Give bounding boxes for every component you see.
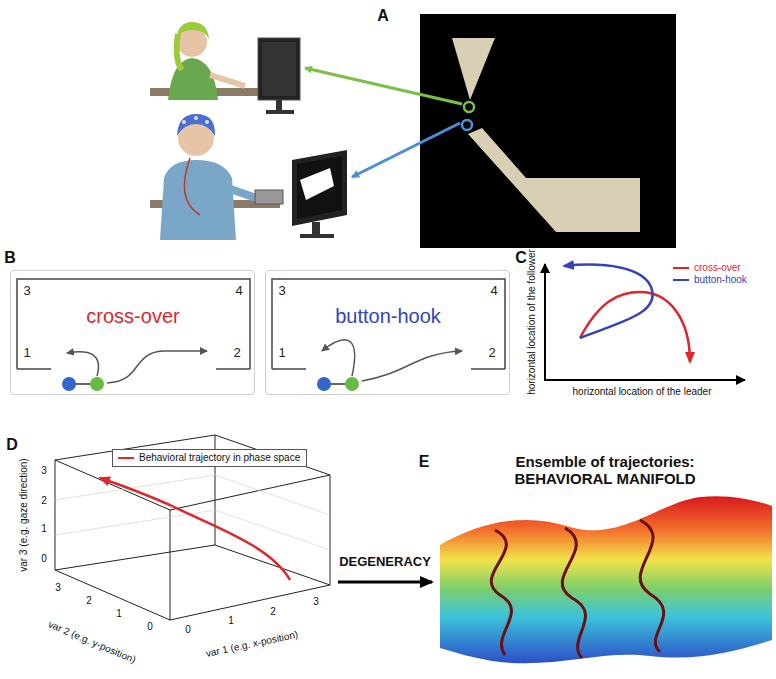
legend-line-sample (672, 275, 690, 285)
legend-text: cross-over (694, 262, 741, 274)
play-name: button-hook (335, 305, 441, 328)
tick-number: 1 (41, 523, 47, 535)
legend-line-sample (117, 453, 135, 463)
play-diagram: 3 4 cross-over 1 2 (10, 270, 255, 395)
field-zone-number: 2 (488, 346, 495, 361)
legend-entry: cross-over (672, 262, 741, 274)
view-arrow (305, 68, 462, 104)
axis-label: horizontal location of the follower (526, 249, 538, 395)
axis-label: var 1 (e.g. x-position) (205, 629, 299, 660)
field-zone-number: 4 (490, 284, 497, 299)
field-zone-number: 2 (233, 346, 240, 361)
game-screen (420, 14, 676, 248)
player-marker (464, 102, 474, 112)
monitor (258, 38, 300, 114)
player-marker (462, 120, 472, 130)
woman-figure (150, 22, 260, 100)
play-diagram: 3 4 button-hook 1 2 (265, 270, 510, 395)
button-hook-curve (564, 265, 653, 338)
trajectory-ensemble (491, 520, 663, 658)
legend-line-sample (672, 263, 690, 273)
monitor (292, 150, 347, 238)
tick-number: 0 (147, 621, 153, 633)
axis-label: var 2 (e.g. y-position) (47, 618, 138, 665)
panel-letter: A (377, 7, 389, 25)
tick-number: 3 (55, 582, 61, 594)
tick-number: 0 (185, 624, 191, 636)
legend-text: button-hook (694, 274, 747, 286)
y-axis (544, 264, 546, 381)
panel-letter: E (419, 453, 430, 471)
legend-entry: button-hook (672, 274, 747, 286)
tick-number: 3 (313, 596, 319, 608)
field-zone-number: 3 (278, 284, 285, 299)
field-zone-number: 1 (23, 346, 30, 361)
panel-title: Ensemble of trajectories: BEHAVIORAL MAN… (500, 453, 710, 488)
tick-number: 2 (86, 595, 92, 607)
axis-label: horizontal location of the leader (573, 386, 712, 398)
degeneracy-arrow (338, 581, 432, 584)
play-name: cross-over (86, 305, 179, 328)
cross-over-curve (580, 292, 690, 362)
field-zone-number: 3 (23, 284, 30, 299)
play-route (11, 271, 254, 394)
tick-number: 1 (228, 615, 234, 627)
phase-space-box (55, 435, 330, 620)
tick-number: 2 (41, 495, 47, 507)
tick-number: 3 (41, 465, 47, 477)
tick-number: 1 (116, 608, 122, 620)
legend-text: Behavioral trajectory in phase space (139, 452, 300, 464)
view-cone (468, 128, 640, 232)
behavioral-manifold (440, 496, 772, 663)
tick-number: 0 (41, 553, 47, 565)
man-figure (150, 114, 283, 240)
field-zone-number: 1 (278, 346, 285, 361)
arrow-label: DEGENERACY (339, 555, 431, 570)
grid-lines (55, 475, 330, 550)
view-arrow (352, 123, 460, 177)
play-route (266, 271, 509, 394)
trajectory (100, 478, 290, 580)
view-cone (452, 38, 495, 100)
panel-letter: B (4, 249, 16, 267)
legend-entry: Behavioral trajectory in phase space (112, 449, 307, 467)
tick-number: 2 (270, 606, 276, 618)
axis-label: var 3 (e.g. gaze direction) (18, 458, 30, 571)
panel-letter: D (6, 436, 18, 454)
x-axis (544, 379, 745, 381)
field-zone-number: 4 (235, 284, 242, 299)
panel-letter: C (515, 249, 527, 267)
